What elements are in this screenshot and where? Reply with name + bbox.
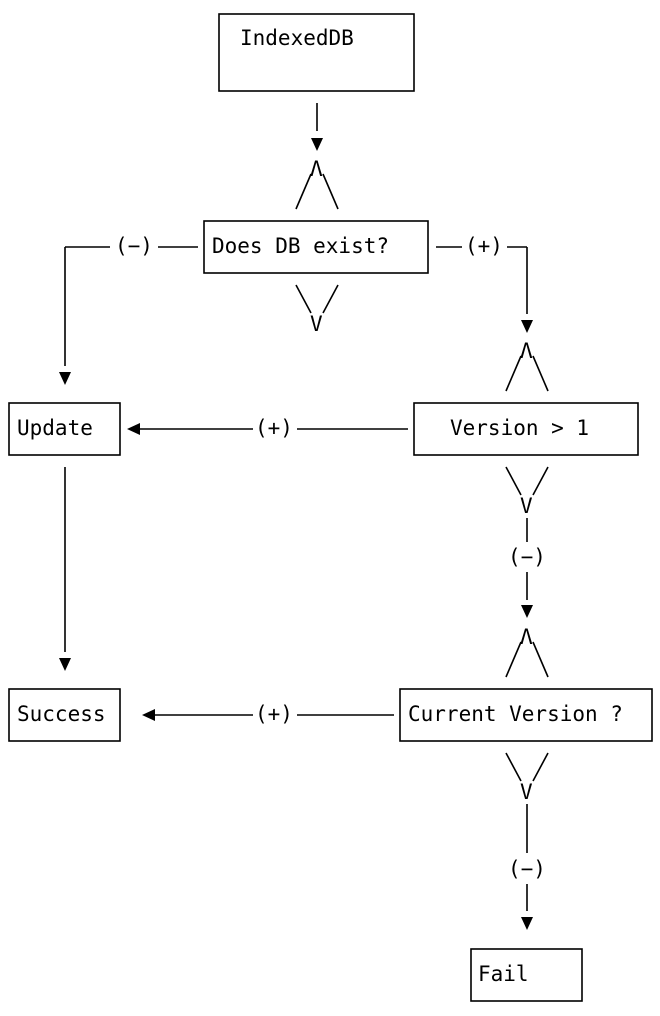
node-update: Update	[8, 402, 121, 456]
diamond-bottom-glyph: V	[520, 494, 533, 518]
edge-label-version-yes: (+)	[255, 416, 293, 440]
edge-version-yes-to-update: (+)	[127, 416, 408, 441]
edge-label-exists-yes: (+)	[465, 234, 503, 258]
arrowhead-down	[521, 605, 533, 618]
edge-label-current-no: (−)	[508, 857, 546, 881]
node-current-version-label: Current Version ?	[408, 702, 623, 726]
diamond-top-version: Λ	[505, 339, 549, 392]
arrowhead-down	[521, 320, 533, 333]
node-db-exists: Does DB exist?	[203, 220, 429, 274]
node-version-gt-1-label: Version > 1	[450, 416, 589, 440]
edge-db-exists-no-to-update: (−)	[59, 234, 198, 385]
edge-db-exists-yes-to-version: (+)	[436, 234, 533, 333]
node-current-version: Current Version ?	[399, 688, 653, 742]
arrowhead-down	[521, 917, 533, 930]
connector-indexeddb-to-db-exists	[311, 103, 323, 151]
diamond-top-glyph: Λ	[310, 157, 323, 181]
edge-label-exists-no: (−)	[115, 234, 153, 258]
node-indexeddb: IndexedDB	[218, 13, 415, 92]
arrowhead-down	[311, 138, 323, 151]
edge-update-to-success	[59, 467, 71, 671]
diamond-top-db-exists: Λ	[295, 157, 339, 210]
edge-version-no-to-current: (−)	[508, 518, 546, 618]
arrowhead-down	[59, 372, 71, 385]
edge-current-no-to-fail: (−)	[508, 804, 546, 930]
node-db-exists-label: Does DB exist?	[212, 234, 389, 258]
node-success: Success	[8, 688, 121, 742]
diamond-bottom-glyph: V	[310, 312, 323, 336]
edge-label-current-yes: (+)	[255, 702, 293, 726]
node-update-label: Update	[17, 416, 93, 440]
node-fail-label: Fail	[478, 962, 529, 986]
arrowhead-left	[142, 709, 155, 721]
diamond-bottom-db-exists: V	[295, 284, 339, 336]
diamond-bottom-glyph: V	[520, 780, 533, 804]
arrowhead-left	[127, 423, 140, 435]
edge-label-version-no: (−)	[508, 545, 546, 569]
node-indexeddb-label: IndexedDB	[240, 26, 354, 50]
diamond-top-current: Λ	[505, 625, 549, 678]
node-version-gt-1: Version > 1	[413, 402, 639, 456]
edge-current-yes-to-success: (+)	[142, 702, 394, 727]
diamond-bottom-current: V	[505, 752, 549, 804]
node-success-label: Success	[17, 702, 106, 726]
diamond-top-glyph: Λ	[520, 339, 533, 363]
node-fail: Fail	[470, 948, 583, 1002]
arrowhead-down	[59, 658, 71, 671]
diamond-bottom-version: V	[505, 466, 549, 518]
diamond-top-glyph: Λ	[520, 625, 533, 649]
